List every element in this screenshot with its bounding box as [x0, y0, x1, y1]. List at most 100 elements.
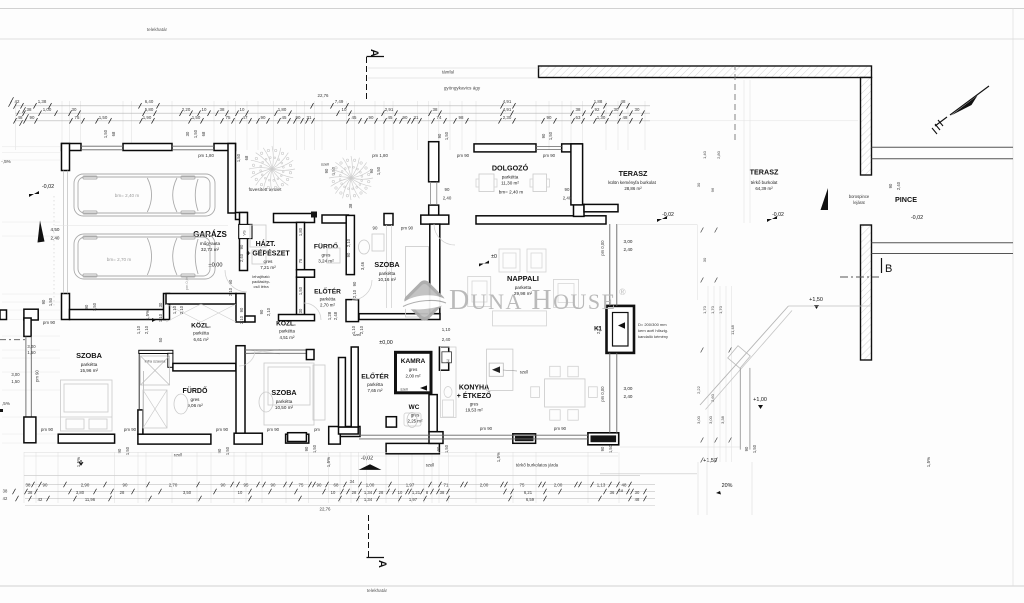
svg-text:parkétta: parkétta: [276, 399, 293, 404]
svg-text:2,10: 2,10: [228, 287, 233, 296]
svg-text:10: 10: [398, 490, 403, 495]
svg-text:KÖZL.: KÖZL.: [191, 321, 211, 330]
svg-text:1,90: 1,90: [143, 115, 152, 120]
svg-text:1,50: 1,50: [92, 302, 97, 311]
svg-text:90: 90: [43, 483, 48, 488]
svg-text:parkétta: parkétta: [320, 297, 336, 302]
svg-text:7,49: 7,49: [335, 99, 344, 104]
svg-text:1,34: 1,34: [364, 497, 373, 502]
svg-text:2,10: 2,10: [239, 315, 244, 324]
svg-text:90: 90: [239, 244, 244, 249]
svg-text:,5%: ,5%: [2, 401, 10, 406]
svg-text:68: 68: [111, 131, 116, 136]
svg-text:96: 96: [710, 187, 715, 192]
svg-text:22,76: 22,76: [318, 93, 330, 98]
svg-text:7,21 m²: 7,21 m²: [260, 265, 276, 270]
svg-text:VS: VS: [242, 230, 247, 236]
svg-text:31: 31: [307, 115, 312, 120]
svg-text:gres: gres: [322, 253, 332, 258]
svg-text:1,70: 1,70: [718, 305, 723, 314]
svg-text:90: 90: [261, 115, 266, 120]
svg-text:1,50: 1,50: [444, 131, 449, 140]
svg-text:90: 90: [600, 446, 605, 451]
svg-text:pm 0,00: pm 0,00: [184, 275, 189, 290]
svg-text:gyöngykavics ágy: gyöngykavics ágy: [444, 86, 481, 91]
svg-text:90: 90: [84, 304, 89, 309]
svg-text:1,13: 1,13: [597, 483, 606, 488]
svg-text:parkétta: parkétta: [379, 271, 396, 276]
svg-text:1,5%: 1,5%: [326, 457, 331, 467]
svg-text:90: 90: [541, 133, 546, 138]
svg-text:2,10: 2,10: [179, 305, 184, 314]
svg-text:2,40: 2,40: [896, 181, 901, 190]
svg-text:90: 90: [445, 187, 450, 192]
svg-text:29,98 m²: 29,98 m²: [514, 291, 533, 296]
svg-text:pm 90: pm 90: [216, 427, 229, 432]
svg-text:±0,00: ±0,00: [379, 340, 392, 346]
svg-text:45: 45: [352, 115, 357, 120]
svg-text:1,80: 1,80: [278, 107, 287, 112]
svg-text:PINCE: PINCE: [895, 195, 917, 204]
svg-text:30: 30: [696, 182, 701, 187]
svg-text:2,22: 2,22: [696, 385, 701, 394]
svg-text:3,00: 3,00: [11, 372, 20, 377]
svg-text:GARÁZS: GARÁZS: [193, 230, 227, 239]
svg-text:1,88: 1,88: [594, 99, 603, 104]
svg-text:pm 1,80: pm 1,80: [372, 153, 388, 158]
svg-text:parkétta: parkétta: [367, 382, 383, 387]
svg-text:pm 0,00: pm 0,00: [600, 386, 605, 402]
svg-text:45: 45: [388, 115, 393, 120]
svg-text:2,30: 2,30: [503, 115, 512, 120]
svg-text:+1,50: +1,50: [809, 297, 823, 303]
svg-text:30: 30: [72, 107, 77, 112]
svg-text:30: 30: [635, 490, 640, 495]
svg-text:90: 90: [352, 281, 357, 286]
svg-text:gres: gres: [409, 367, 418, 372]
svg-text:FÜRDŐ: FÜRDŐ: [183, 386, 208, 395]
svg-text:90: 90: [217, 448, 222, 453]
svg-text:2,20: 2,20: [182, 107, 191, 112]
svg-text:szell: szell: [174, 453, 182, 458]
svg-text:6,59: 6,59: [526, 497, 535, 502]
svg-text:18: 18: [619, 488, 624, 493]
svg-text:6,61 m²: 6,61 m²: [194, 337, 209, 342]
svg-text:szell: szell: [520, 370, 528, 375]
svg-text:3,00: 3,00: [696, 415, 701, 424]
svg-text:2,10: 2,10: [359, 325, 364, 334]
svg-text:-0,02: -0,02: [911, 215, 923, 221]
svg-text:6,21: 6,21: [524, 490, 533, 495]
svg-text:1,50: 1,50: [48, 297, 53, 306]
svg-text:22,76: 22,76: [320, 507, 332, 512]
svg-text:szell: szell: [353, 332, 361, 337]
svg-text:48: 48: [18, 115, 23, 120]
svg-text:2,70: 2,70: [169, 483, 178, 488]
svg-text:1,50: 1,50: [376, 166, 381, 175]
svg-text:38: 38: [220, 107, 225, 112]
svg-text:±0,00: ±0,00: [209, 263, 223, 269]
svg-text:KÖZL.: KÖZL.: [276, 319, 296, 328]
svg-text:3,38: 3,38: [720, 415, 725, 424]
svg-text:90: 90: [317, 483, 322, 488]
svg-text:90: 90: [41, 299, 46, 304]
svg-text:68: 68: [244, 155, 249, 160]
svg-text:SZOBA: SZOBA: [76, 351, 103, 360]
svg-text:90: 90: [221, 483, 226, 488]
svg-text:20%: 20%: [722, 483, 733, 489]
svg-text:gres: gres: [191, 397, 201, 402]
svg-text:2,80: 2,80: [716, 150, 721, 159]
svg-text:pm 90: pm 90: [41, 427, 54, 432]
svg-text:pm 90: pm 90: [480, 426, 493, 431]
svg-text:1,50: 1,50: [298, 286, 303, 295]
svg-text:34: 34: [350, 479, 355, 484]
svg-text:90: 90: [228, 279, 233, 284]
svg-text:3,00: 3,00: [27, 344, 36, 349]
svg-text:pm 90: pm 90: [457, 153, 470, 158]
svg-text:B: B: [885, 263, 892, 275]
svg-text:3,00: 3,00: [624, 386, 633, 391]
svg-text:parketta: parketta: [515, 285, 532, 290]
svg-text:2,70 m²: 2,70 m²: [320, 303, 335, 308]
svg-text:bm= 2,40 m: bm= 2,40 m: [115, 193, 140, 198]
svg-text:-,5%: -,5%: [1, 159, 10, 164]
svg-text:1,5%: 1,5%: [145, 310, 150, 320]
svg-text:+ GÉPÉSZET: + GÉPÉSZET: [246, 249, 290, 258]
